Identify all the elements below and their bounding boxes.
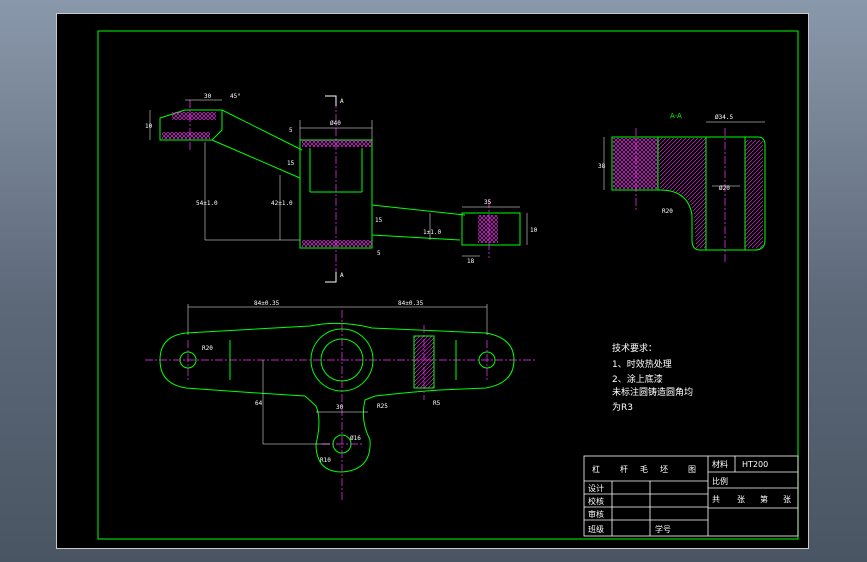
plan-rib [413,335,435,389]
section-dim-38: 38 [598,163,606,170]
row-check: 校核 [588,496,604,506]
section-view [611,136,766,251]
front-right-hatch [478,215,498,243]
notes-line-1: 1、时效热处理 [612,358,672,370]
notes-line-3: 未标注圆铸造圆角均 [612,386,693,398]
dim-small-5: 5 [377,250,381,257]
title-block [583,455,799,537]
section-hatch-right [745,140,763,248]
dim-angle: 45° [230,93,241,100]
drawing-sheet [56,13,809,549]
plan-dim-r20: R20 [202,345,213,352]
section-hatch-web [658,138,706,248]
plan-dim-30: 30 [336,404,344,411]
dim-right-width: 35 [484,199,492,206]
plan-dim-64: 64 [255,400,263,407]
row-design: 设计 [588,483,604,493]
front-dimensions [149,99,528,257]
dim-right-18: 18 [467,258,475,265]
row-class: 班级 [588,524,604,534]
notes-line-2: 2、涂上底漆 [612,373,663,385]
section-dim-diameter: Ø34.5 [715,114,733,121]
front-right-boss [461,212,521,246]
dim-bore: Ø40 [330,120,341,127]
section-mark-top: A [340,98,344,105]
plan-dim-r10: R10 [320,457,331,464]
front-hub-hatch-bottom [302,240,372,247]
sheet-number: 第 [760,494,768,504]
plan-outline [159,322,515,473]
plan-dim-d16: Ø16 [350,435,361,442]
title-char-3: 毛 [640,464,648,474]
sheet-total: 共 [712,495,720,504]
dim-gap-5: 5 [289,127,293,134]
front-arm-upper [221,109,303,151]
dim-height-15b: 15 [375,217,383,224]
dim-top-flange-height: 10 [145,123,153,130]
plan-view [159,322,515,473]
dim-height-15a: 15 [287,160,295,167]
section-outline [611,136,766,251]
title-char-1: 杠 [592,464,600,474]
section-label: A-A [670,112,682,120]
scale-label: 比例 [712,476,728,486]
front-view [159,109,521,249]
dim-right-height: 10 [530,227,538,234]
material-value: HT200 [742,460,768,469]
section-dim-r20: R20 [662,208,673,215]
front-left-hatch-top [172,112,216,120]
notes-line-4: 为R3 [612,401,633,413]
section-mark-bottom: A [340,272,344,279]
material-label: 材料 [712,459,728,469]
section-dimensions [603,121,765,190]
inner-frame [97,30,799,540]
dim-top-flange-width: 30 [204,93,212,100]
front-centerlines [189,100,490,275]
plan-dim-right: 84±0.35 [398,300,424,307]
dim-height-1: 1±1.0 [423,229,441,236]
title-char-4: 坯 [660,464,668,474]
section-centerlines [635,128,726,262]
section-markers [325,95,337,283]
plan-dimensions [187,304,488,445]
plan-dim-left: 84±0.35 [254,300,280,307]
dim-height-42: 42±1.0 [271,200,293,207]
section-dim-d20: Ø20 [719,185,730,192]
sheet-number-unit: 张 [783,495,791,504]
plan-dim-r25: R25 [377,403,388,410]
front-arm-lower [211,139,301,245]
title-char-5: 图 [688,465,696,474]
sheet-total-unit: 张 [737,495,745,504]
student-id-label: 学号 [655,524,671,534]
section-hatch-left [613,138,658,189]
front-left-boss [159,109,223,141]
plan-dim-r3: R5 [433,400,441,407]
front-arm-right [371,204,466,241]
front-hub-hatch-top [302,140,372,147]
title-char-2: 杆 [620,464,628,474]
dim-height-54: 54±1.0 [196,200,218,207]
row-review: 审核 [588,509,604,519]
notes-title: 技术要求： [612,342,657,354]
front-left-hatch-bottom [162,132,210,139]
